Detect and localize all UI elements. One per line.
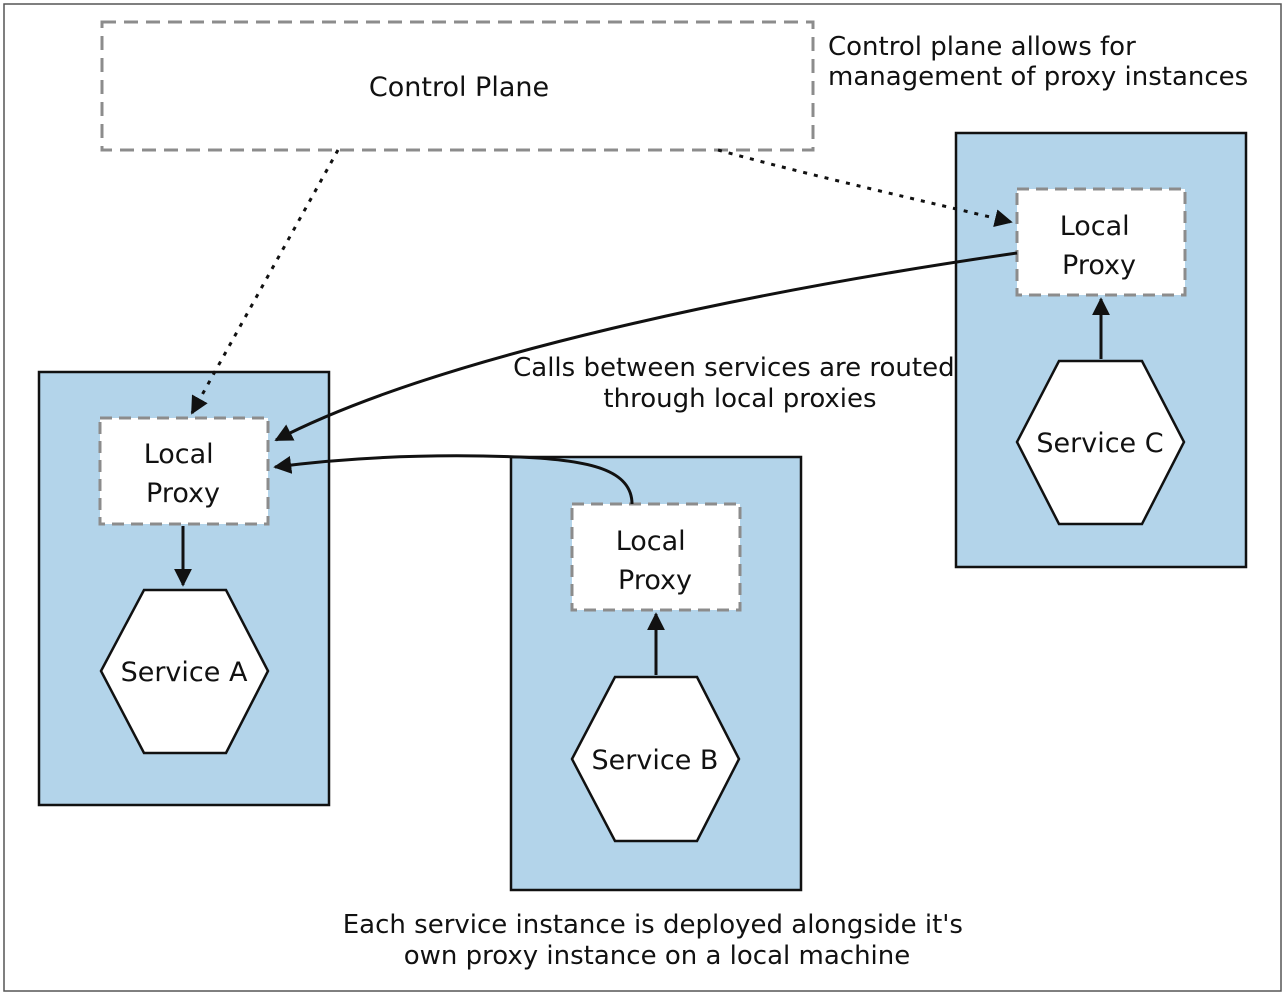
machine-c-proxy-label-line-1: Local	[1060, 211, 1130, 242]
service-c-label: Service C	[1036, 428, 1163, 459]
control-plane-note-line-2: management of proxy instances	[828, 62, 1248, 92]
machine-b-proxy-label-line-2: Proxy	[618, 565, 692, 596]
control-to-proxy-c-arrow	[717, 148, 1013, 227]
service-b-hexagon	[570, 675, 741, 843]
control-plane-box	[100, 20, 815, 152]
deployment-note-line-2: own proxy instance on a local machine	[404, 941, 911, 971]
service-a-label: Service A	[121, 657, 248, 688]
service-c-hexagon	[1015, 359, 1186, 526]
machine-a-proxy-label-line-1: Local	[144, 439, 214, 470]
deployment-note-line-1: Each service instance is deployed alongs…	[343, 910, 963, 940]
machine-a-proxy-box	[98, 416, 270, 526]
machine-a-proxy-label-line-2: Proxy	[146, 478, 220, 509]
machine-b-proxy-label-line-1: Local	[616, 526, 686, 557]
service-a-hexagon	[99, 588, 270, 755]
routing-note: Calls between services are routed throug…	[513, 353, 963, 414]
control-plane-label: Control Plane	[369, 72, 549, 103]
proxy-b-to-proxy-a-arrow	[273, 454, 634, 505]
proxy-c-to-proxy-a-arrow	[274, 251, 1018, 442]
control-plane-note: Control plane allows for management of p…	[828, 32, 1248, 92]
machine-b-proxy-label: Local Proxy	[616, 526, 695, 596]
routing-note-line-2: through local proxies	[603, 384, 876, 414]
routing-note-line-1: Calls between services are routed	[513, 353, 955, 383]
machine-b-proxy-box	[570, 502, 742, 612]
deployment-note: Each service instance is deployed alongs…	[343, 910, 971, 971]
machine-c-proxy-label-line-2: Proxy	[1062, 250, 1136, 281]
machine-c-proxy-label: Local Proxy	[1060, 211, 1139, 281]
control-plane-note-line-1: Control plane allows for	[828, 32, 1136, 62]
machine-c-proxy-box	[1015, 187, 1187, 297]
machine-a-proxy-label: Local Proxy	[144, 439, 223, 509]
service-b-label: Service B	[592, 745, 719, 776]
